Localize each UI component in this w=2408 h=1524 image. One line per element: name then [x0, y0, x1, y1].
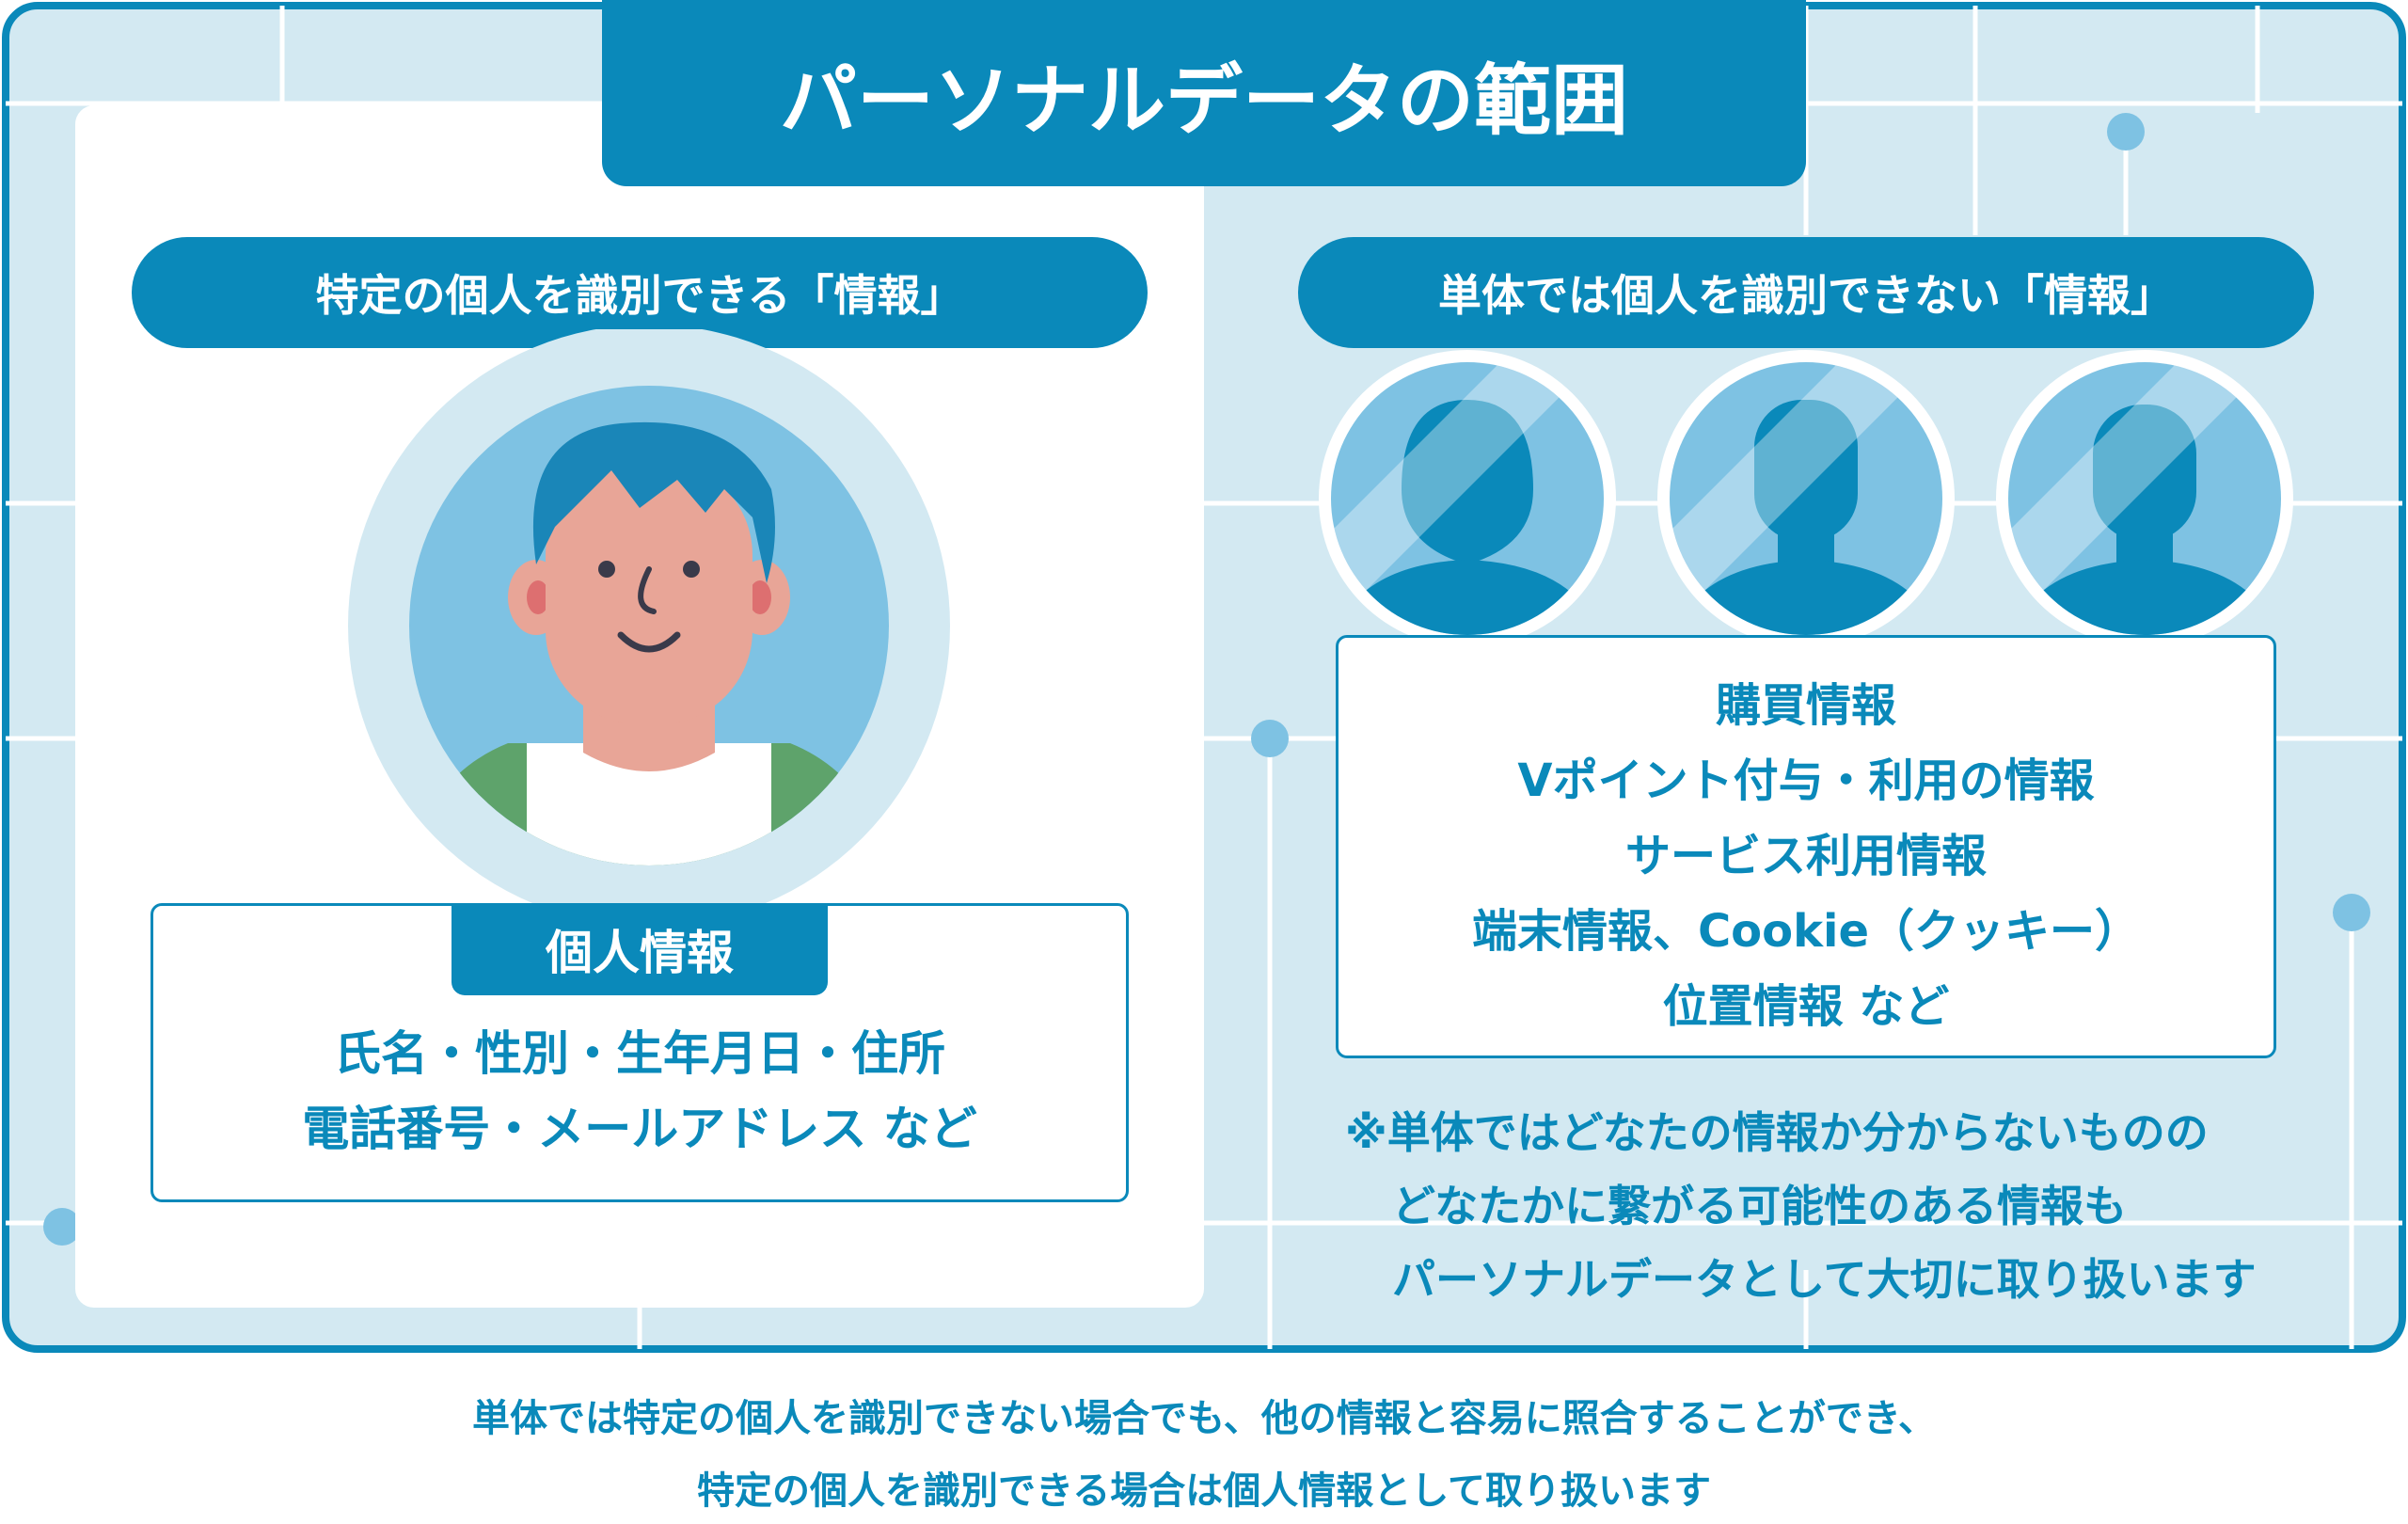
grid-dot [43, 1208, 81, 1246]
info-line: 端末情報、Cookie（クッキー） [1471, 905, 2141, 958]
info-line: 位置情報 など [1662, 980, 1950, 1033]
info-line: Vポイント付与・利用の情報 [1517, 754, 2095, 807]
personal-info-line: 氏名・性別・生年月日・住所 [334, 1026, 945, 1081]
non-identifying-info-box: 購買情報 Vポイント付与・利用の情報 サービス利用情報 端末情報、Cookie（… [1336, 635, 2276, 1058]
anonymous-person-icon [1996, 350, 2293, 647]
personal-info-line: 電話番号・メールアドレス など [302, 1102, 977, 1156]
info-line: 購買情報 [1715, 679, 1896, 732]
grid-dot [2107, 113, 2145, 151]
note-line: ※単体ではどなたの情報か分からないものの [1345, 1107, 2209, 1158]
grid-dot [1251, 720, 1289, 757]
note-line: パーソナルデータとして大切に取り扱います [1392, 1254, 2257, 1305]
anonymous-person-icon [1657, 350, 1955, 647]
anonymous-person-icon [1319, 350, 1616, 647]
personal-info-label: 個人情報 [452, 903, 828, 995]
anonymous-avatars [1319, 350, 2293, 647]
personal-info-lines: 氏名・性別・生年月日・住所 電話番号・メールアドレス など [150, 1016, 1129, 1185]
footer-line: 単体では特定の個人を識別できない場合でも、他の情報と容易に照合することができ、 [472, 1397, 1936, 1440]
grid-dot [2333, 894, 2370, 931]
footer-line: 特定の個人を識別できる場合は個人情報として取り扱います [697, 1469, 1711, 1513]
person-avatar-icon [348, 329, 950, 922]
page-title: パーソナルデータの範囲 [602, 0, 1806, 186]
note-line: どなたかに繋がる可能性のある情報も [1392, 1181, 2128, 1231]
right-header: 単体では個人を識別できない「情報」 [1298, 237, 2314, 348]
info-line: サービス利用情報 [1624, 830, 1987, 882]
